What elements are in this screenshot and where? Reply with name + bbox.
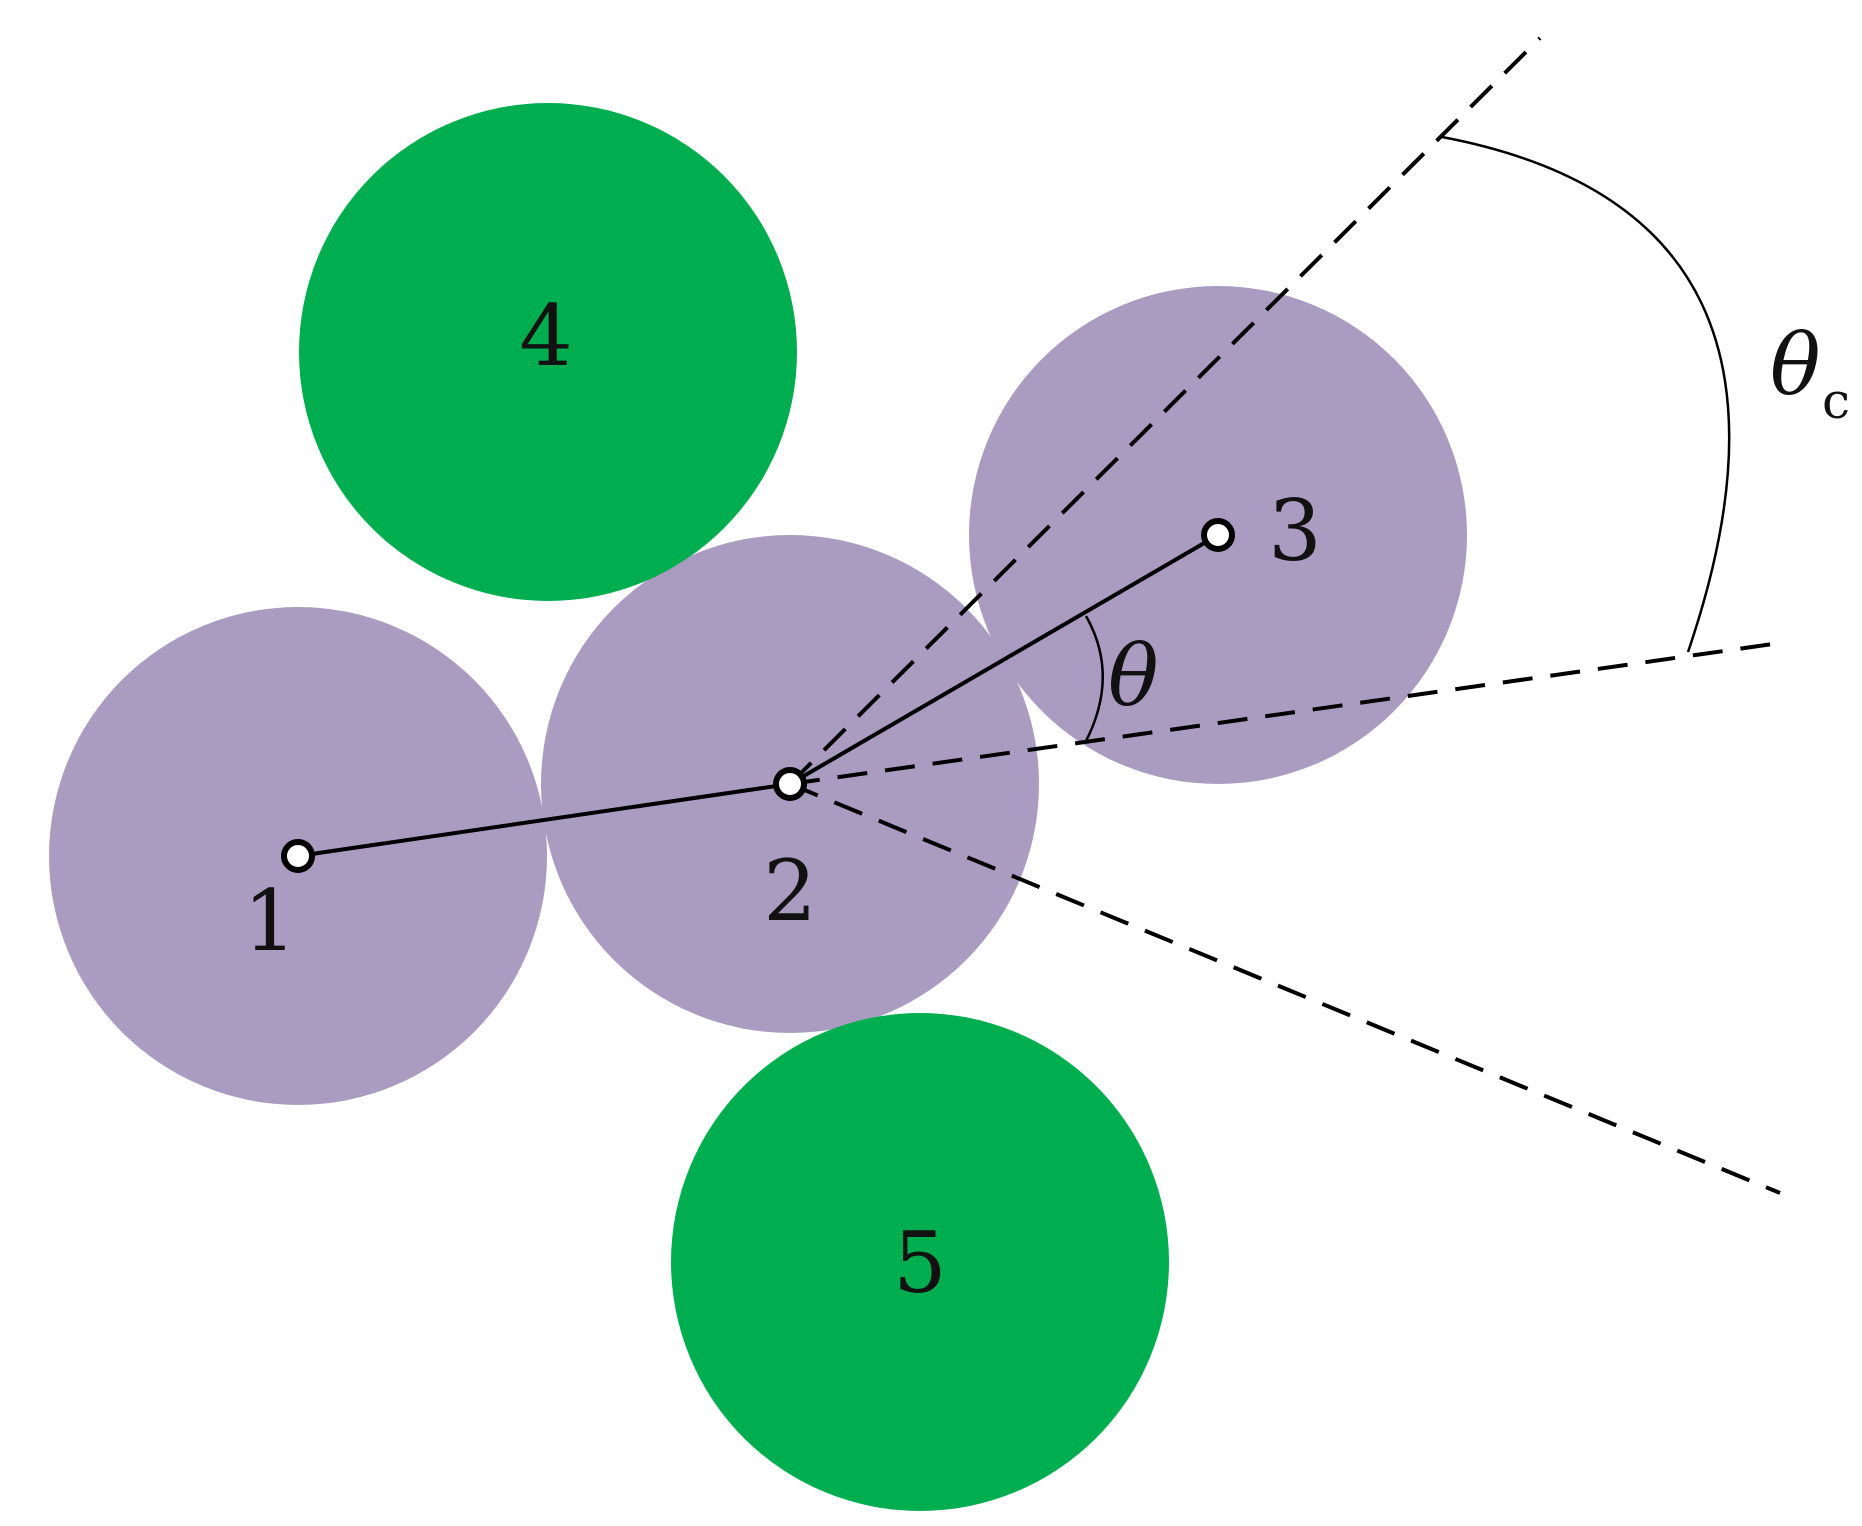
particle-5-disc [671, 1013, 1169, 1511]
cone-lower-dashed-line [789, 782, 1781, 1195]
particle-2-center-node [773, 767, 807, 801]
theta-arc [1083, 615, 1104, 744]
cone-axis-dashed-line [789, 641, 1781, 786]
particle-2-label: 2 [763, 842, 816, 940]
theta-c-label: θ [1770, 316, 1821, 414]
bond-1-2-line [297, 782, 791, 858]
theta-c-arc [1441, 135, 1731, 653]
theta-label: θ [1108, 627, 1159, 725]
particle-3-center-node [1201, 518, 1235, 552]
particle-5-label: 5 [893, 1214, 946, 1312]
theta-c-subscript: c [1822, 372, 1850, 430]
bond-2-3-line [788, 533, 1220, 786]
particle-4-label: 4 [519, 287, 572, 385]
cone-upper-dashed-line [788, 36, 1542, 786]
particle-4-disc [299, 103, 797, 601]
particle-3-label: 3 [1268, 482, 1321, 580]
particle-1-center-node [281, 839, 315, 873]
particle-1-label: 1 [243, 872, 296, 970]
